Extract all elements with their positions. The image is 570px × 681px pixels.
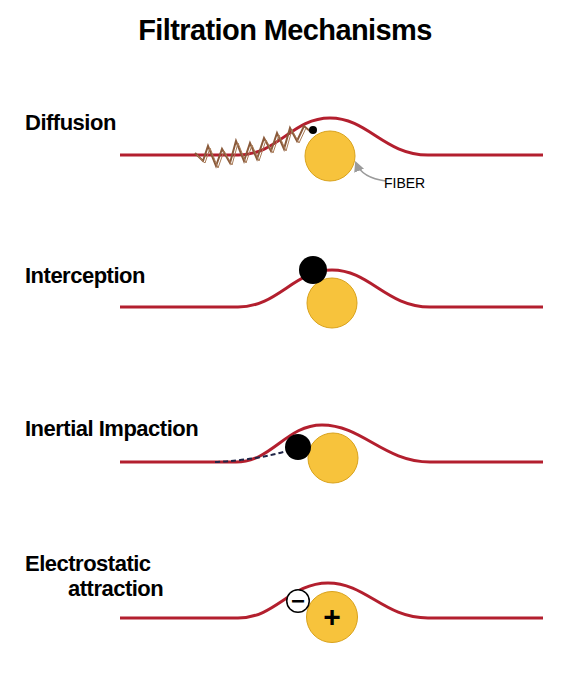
charged-particle: − — [286, 589, 310, 613]
mechanism-label: Inertial Impaction — [25, 416, 255, 441]
particle-dot — [309, 126, 317, 134]
mechanism-label: Interception — [25, 263, 225, 288]
charge-sign: + — [306, 591, 358, 643]
brownian-path-shade — [197, 128, 306, 168]
fiber-circle — [308, 433, 358, 483]
fiber-circle — [307, 278, 357, 328]
node-circle — [287, 590, 310, 613]
charge-sign: − — [286, 589, 310, 613]
particle — [299, 256, 327, 284]
mechanism-label: Diffusion — [25, 110, 225, 135]
particle-trajectory — [215, 450, 290, 462]
diagram-title: Filtration Mechanisms — [0, 12, 570, 48]
particle — [285, 434, 311, 460]
leader-line — [356, 163, 386, 181]
node-circle — [307, 592, 358, 643]
part-label: FIBER — [384, 175, 464, 192]
mechanism-label: Electrostatic attraction — [25, 551, 198, 601]
charged-fiber: + — [306, 591, 358, 643]
fiber-circle — [305, 131, 355, 181]
